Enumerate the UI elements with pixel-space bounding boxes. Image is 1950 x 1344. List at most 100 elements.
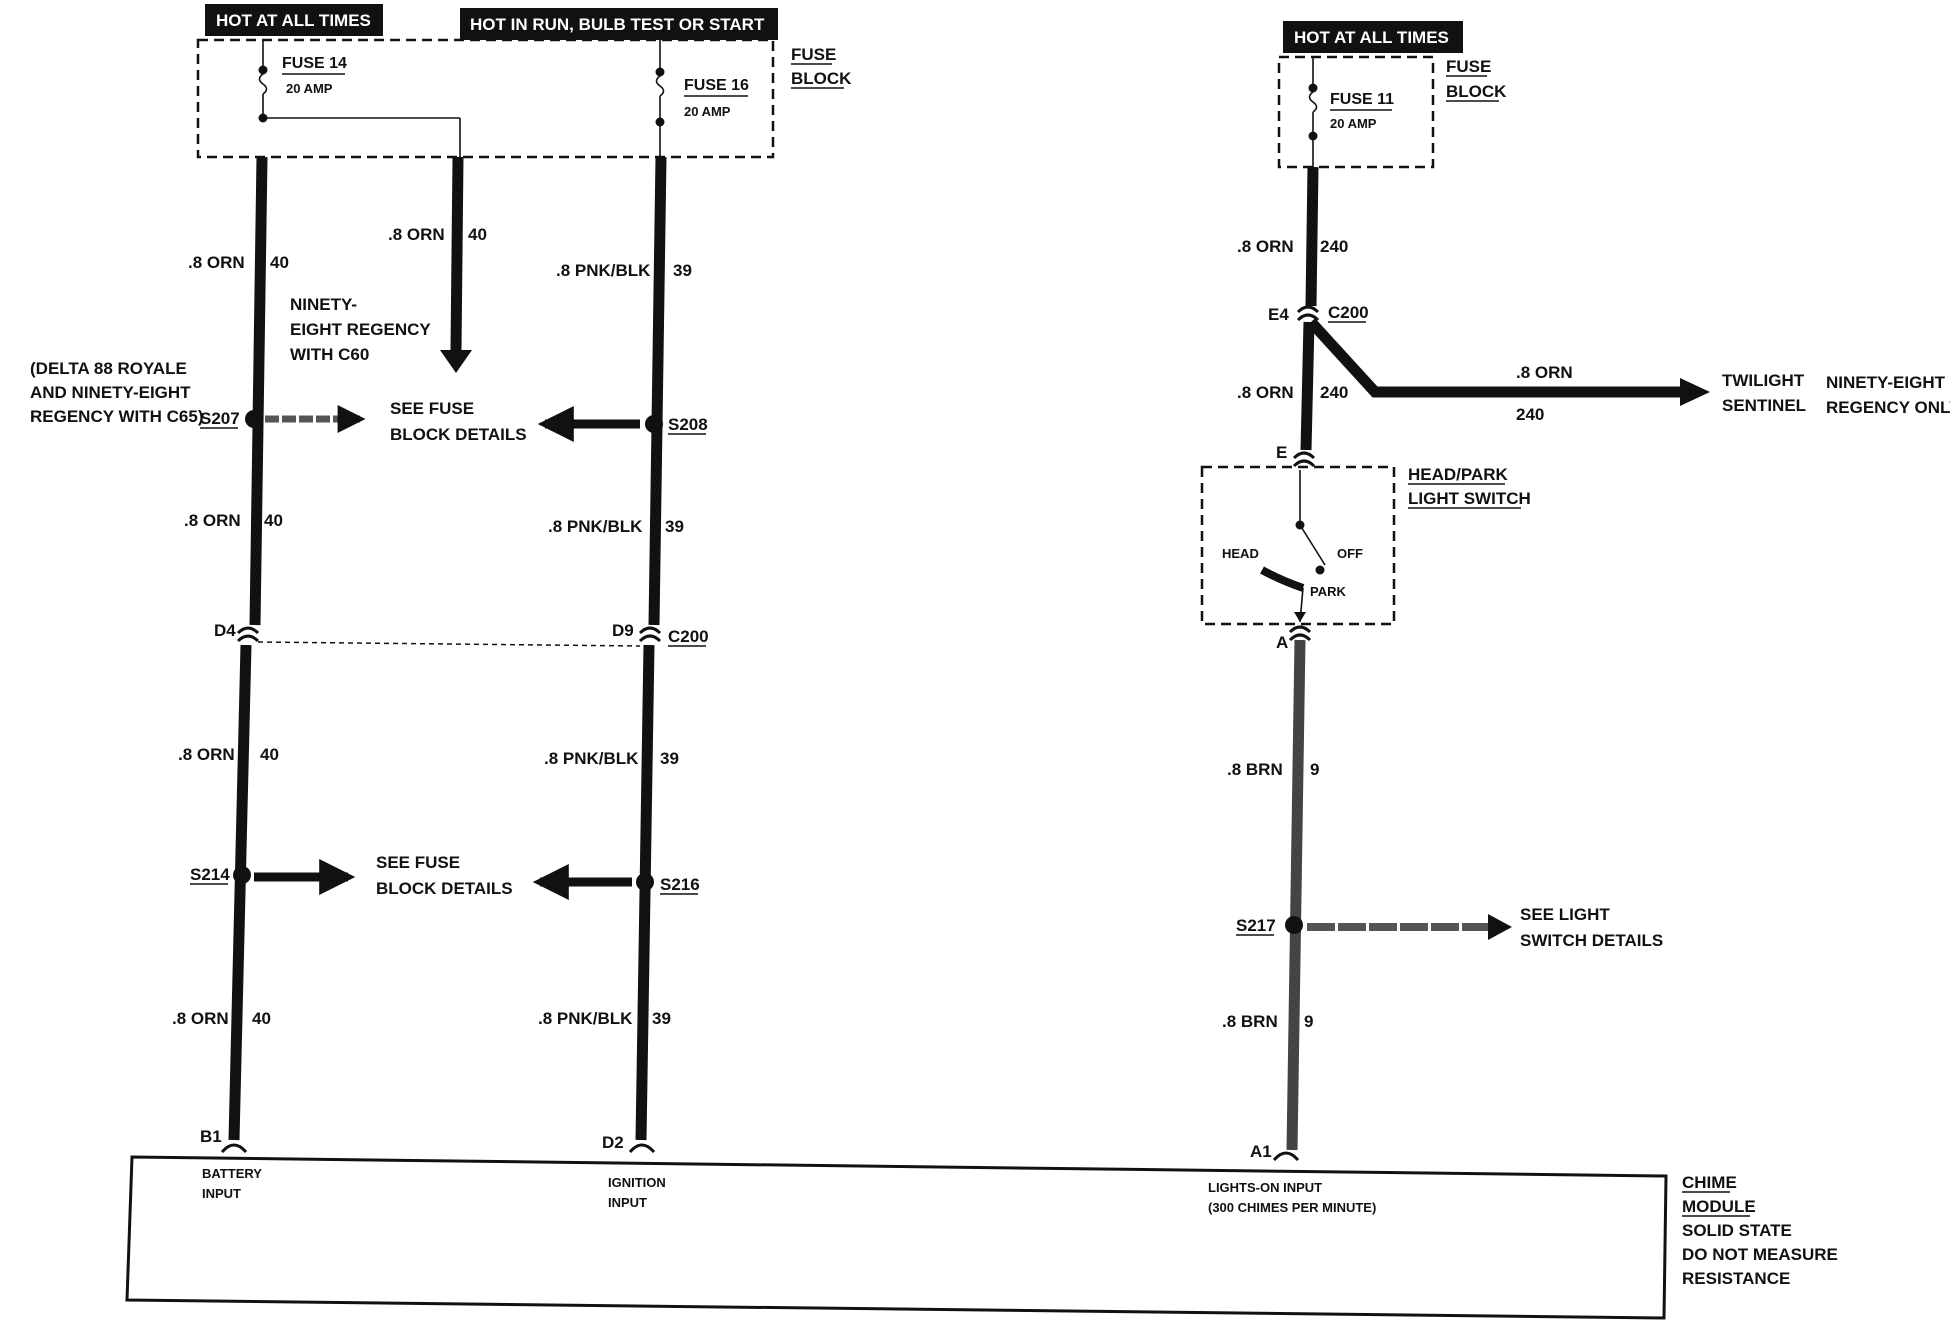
switch-off-label: OFF (1337, 546, 1363, 561)
wire-label-orn240-2: .8 ORN (1237, 383, 1294, 402)
label-a: A (1276, 633, 1288, 652)
note-delta-2: AND NINETY-EIGHT (30, 383, 191, 402)
wire-circuit-40-branch: 40 (468, 225, 487, 244)
header-hot-in-run: HOT IN RUN, BULB TEST OR START (460, 8, 778, 40)
connector-d4 (236, 626, 260, 643)
fuse-block-label-right: FUSE (1446, 57, 1491, 76)
wire-circuit-240-1: 240 (1320, 237, 1348, 256)
label-b1: B1 (200, 1127, 222, 1146)
wire-circuit-40-3: 40 (260, 745, 279, 764)
header-hot-all-times-right: HOT AT ALL TIMES (1283, 21, 1463, 53)
wire-circuit-240 (1300, 166, 1680, 451)
module-lights-2: (300 CHIMES PER MINUTE) (1208, 1200, 1376, 1215)
note-ninety-eight-1: NINETY- (290, 295, 357, 314)
note-see-fuse-a-1: SEE FUSE (390, 399, 474, 418)
wire-circuit-9-1: 9 (1310, 760, 1319, 779)
label-e4: E4 (1268, 305, 1289, 324)
wire-branch-c60 (450, 156, 464, 351)
wire-label-orn-4: .8 ORN (172, 1009, 229, 1028)
splice-s217 (1285, 916, 1303, 934)
wire-label-orn-3: .8 ORN (178, 745, 235, 764)
wire-label-brn-2: .8 BRN (1222, 1012, 1278, 1031)
svg-text:HOT AT ALL TIMES: HOT AT ALL TIMES (216, 11, 371, 30)
connector-a (1288, 625, 1312, 642)
fuse16-name: FUSE 16 (684, 77, 749, 94)
connector-c200-link (257, 641, 641, 647)
wire-circuit-240-3: 240 (1516, 405, 1544, 424)
wire-label-orn-branch: .8 ORN (388, 225, 445, 244)
chime-module (125, 1155, 1668, 1320)
label-c200-left: C200 (668, 627, 709, 646)
switch-park-label: PARK (1310, 584, 1346, 599)
fuse14-amp: 20 AMP (286, 81, 333, 96)
connector-e (1292, 451, 1316, 468)
label-a1: A1 (1250, 1142, 1272, 1161)
connector-d9 (638, 626, 662, 643)
head-park-light-switch (1200, 465, 1396, 626)
svg-text:HOT AT ALL TIMES: HOT AT ALL TIMES (1294, 28, 1449, 47)
note-see-fuse-a-2: BLOCK DETAILS (390, 425, 527, 444)
wire-label-orn-1: .8 ORN (188, 253, 245, 272)
wire-label-orn-2: .8 ORN (184, 511, 241, 530)
switch-title-1: HEAD/PARK (1408, 465, 1509, 484)
wire-label-pnk-1: .8 PNK/BLK (556, 261, 651, 280)
label-s216: S216 (660, 875, 700, 894)
wire-circuit-39 (635, 156, 667, 1141)
wire-circuit-39-4: 39 (652, 1009, 671, 1028)
switch-head-label: HEAD (1222, 546, 1259, 561)
wire-circuit-240-2: 240 (1320, 383, 1348, 402)
fuse-block-label-right-2: BLOCK (1446, 82, 1507, 101)
wire-circuit-9 (1286, 639, 1306, 1151)
splice-s216 (636, 873, 654, 891)
wire-circuit-9-2: 9 (1304, 1012, 1313, 1031)
svg-text:HOT IN RUN, BULB TEST OR START: HOT IN RUN, BULB TEST OR START (470, 15, 765, 34)
splice-s207 (245, 410, 263, 428)
note-see-fuse-b-2: BLOCK DETAILS (376, 879, 513, 898)
module-name-1: CHIME (1682, 1173, 1737, 1192)
label-s214: S214 (190, 865, 230, 884)
splice-s214 (233, 866, 251, 884)
note-regency-only-2: REGENCY ONLY (1826, 398, 1950, 417)
note-see-fuse-b-1: SEE FUSE (376, 853, 460, 872)
wire-circuit-39-1: 39 (673, 261, 692, 280)
fuse16-amp: 20 AMP (684, 104, 731, 119)
wire-label-pnk-4: .8 PNK/BLK (538, 1009, 633, 1028)
wire-circuit-40-1: 40 (270, 253, 289, 272)
connector-e4 (1296, 305, 1320, 322)
note-twilight-2: SENTINEL (1722, 396, 1806, 415)
note-see-light-2: SWITCH DETAILS (1520, 931, 1663, 950)
module-desc-2: DO NOT MEASURE (1682, 1245, 1838, 1264)
wire-label-orn240-3: .8 ORN (1516, 363, 1573, 382)
header-hot-all-times-left: HOT AT ALL TIMES (205, 4, 383, 36)
wire-circuit-40-4: 40 (252, 1009, 271, 1028)
fuse-block-label-left: FUSE (791, 45, 836, 64)
note-delta-3: REGENCY WITH C65) (30, 407, 204, 426)
module-desc-1: SOLID STATE (1682, 1221, 1792, 1240)
label-d2: D2 (602, 1133, 624, 1152)
fuse-block-label-left-2: BLOCK (791, 69, 852, 88)
module-desc-3: RESISTANCE (1682, 1269, 1790, 1288)
wire-circuit-40 (228, 156, 268, 1141)
note-see-light-1: SEE LIGHT (1520, 905, 1610, 924)
fuse-block-left (196, 38, 775, 159)
wire-label-pnk-2: .8 PNK/BLK (548, 517, 643, 536)
note-ninety-eight-3: WITH C60 (290, 345, 369, 364)
label-s207: S207 (200, 409, 240, 428)
label-c200-right: C200 (1328, 303, 1369, 322)
note-delta-1: (DELTA 88 ROYALE (30, 359, 187, 378)
wire-circuit-40-2: 40 (264, 511, 283, 530)
switch-title-2: LIGHT SWITCH (1408, 489, 1531, 508)
note-ninety-eight-2: EIGHT REGENCY (290, 320, 431, 339)
label-s208: S208 (668, 415, 708, 434)
splice-s208 (645, 415, 663, 433)
label-s217: S217 (1236, 916, 1276, 935)
arrow-twilight (1680, 378, 1710, 406)
module-name-2: MODULE (1682, 1197, 1756, 1216)
label-d9: D9 (612, 621, 634, 640)
note-twilight-1: TWILIGHT (1722, 371, 1805, 390)
fuse-block-right (1277, 55, 1435, 169)
label-e: E (1276, 443, 1287, 462)
module-ignition-2: INPUT (608, 1195, 647, 1210)
module-battery-1: BATTERY (202, 1166, 262, 1181)
